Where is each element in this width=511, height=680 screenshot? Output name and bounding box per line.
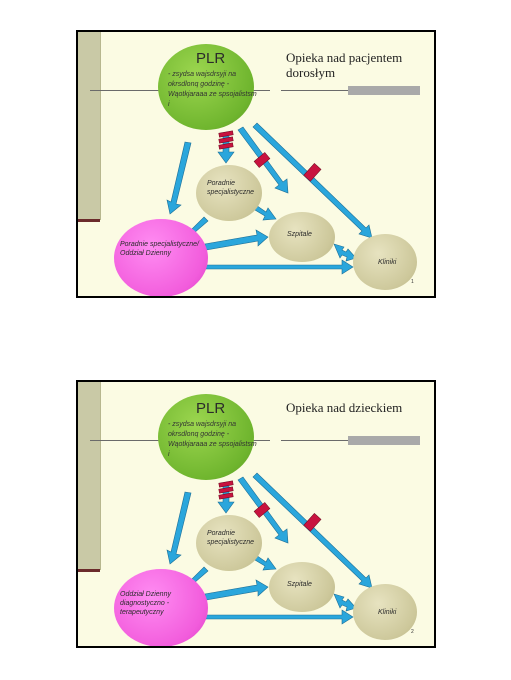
poradnie-node <box>196 515 262 571</box>
plr-description: - zsydsa wajsdrsyji na okrsdlonq godzinę… <box>168 421 257 458</box>
slide-sidebar <box>78 382 101 570</box>
sidebar-divider <box>78 219 100 222</box>
plr-node <box>158 44 254 130</box>
arrow-plr-to-pink <box>166 141 192 215</box>
arrow-pink-to-kliniki <box>205 259 354 275</box>
szpitale-label: Szpitale <box>287 581 312 588</box>
oddzial-node <box>114 219 208 296</box>
kliniki-node <box>353 234 417 290</box>
blocker-mark <box>218 136 234 144</box>
poradnie-label: Poradnie specjalistyczne <box>207 530 255 546</box>
kliniki-node <box>353 584 417 640</box>
blocker-mark <box>218 480 234 488</box>
kliniki-label: Kliniki <box>378 259 397 266</box>
poradnie-node <box>196 165 262 221</box>
poradnie-label: Poradnie specjalistyczne <box>207 180 255 196</box>
plr-node <box>158 394 254 480</box>
plr-description: - zsydsa wajsdrsyji na okrsdlonq godzinę… <box>168 71 257 108</box>
arrow-pink-to-kliniki <box>205 609 354 625</box>
plr-title: PLR <box>196 50 226 67</box>
title-rule <box>281 90 349 91</box>
oddzial-node <box>114 569 208 646</box>
slide-sidebar <box>78 32 101 220</box>
blocker-mark <box>303 513 322 532</box>
sidebar-divider <box>78 569 100 572</box>
blocker-mark <box>253 152 271 168</box>
szpitale-node <box>269 212 335 262</box>
slide-title: Opieka nad dzieckiem <box>286 400 403 415</box>
blocker-mark <box>218 492 234 500</box>
arrow-plr-to-kliniki <box>252 122 373 239</box>
title-accent-bar <box>348 436 420 445</box>
oddzial-label: Poradnie specjalistyczne/ Oddział Dzienn… <box>120 241 199 257</box>
slide-2: Opieka nad dzieckiem PLR - zsydsa wajsdr… <box>76 380 436 648</box>
blocker-mark <box>218 142 234 150</box>
blocker-mark <box>253 502 271 518</box>
page-number: 2 <box>411 629 414 635</box>
blocker-mark <box>218 130 234 138</box>
oddzial-label: Oddział Dzienny diagnostyczno - terapeut… <box>120 591 171 616</box>
title-accent-bar <box>348 86 420 95</box>
flow-arrows <box>166 122 373 275</box>
blocker-mark <box>303 163 322 182</box>
plr-title: PLR <box>196 400 226 417</box>
kliniki-label: Kliniki <box>378 609 397 616</box>
slide-title: Opieka nad pacjentem dorosłym <box>286 50 403 80</box>
slide-1: Opieka nad pacjentem dorosłym <box>76 30 436 298</box>
arrow-plr-to-kliniki <box>252 472 373 589</box>
szpitale-label: Szpitale <box>287 231 312 238</box>
arrow-pink-to-szpitale <box>204 229 269 251</box>
flow-arrows <box>166 472 373 625</box>
arrow-plr-to-pink <box>166 491 192 565</box>
page-number: 1 <box>411 279 414 285</box>
blocker-mark <box>218 486 234 494</box>
arrow-pink-to-szpitale <box>204 579 269 601</box>
title-rule <box>281 440 349 441</box>
szpitale-node <box>269 562 335 612</box>
